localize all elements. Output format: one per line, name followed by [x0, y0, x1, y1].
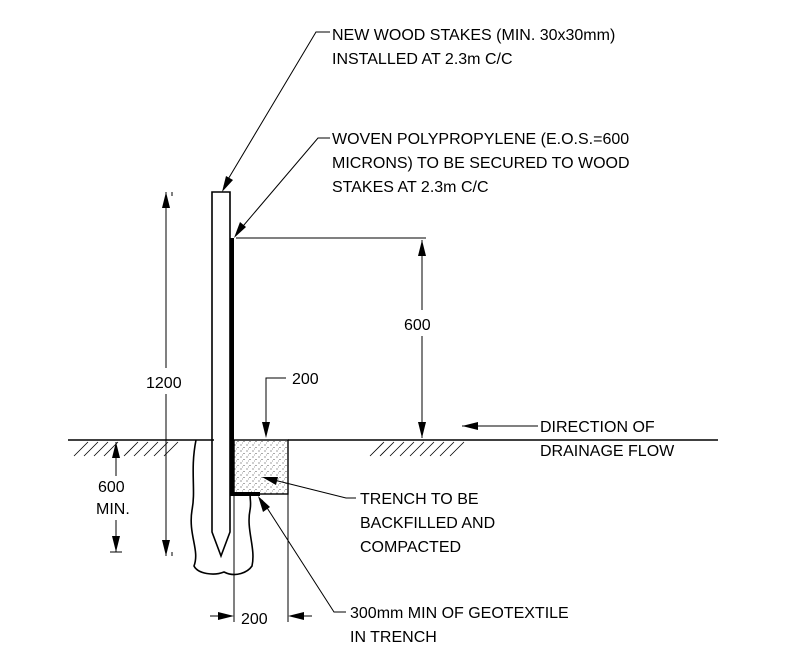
trench-label-line1: TRENCH TO BE [360, 491, 479, 508]
embed-depth-label-line2: MIN. [96, 501, 130, 518]
geotextile-leader-arrow [258, 496, 270, 512]
stake-leader-arrow [222, 176, 233, 192]
ground-hatch-right [369, 441, 465, 457]
fabric-leader-line [237, 137, 330, 233]
geotextile-label-line1: 300mm MIN OF GEOTEXTILE [350, 605, 569, 622]
trench-label-line2: BACKFILLED AND [360, 515, 495, 532]
trench-leader-line [265, 477, 356, 499]
stake-length-label: 1200 [146, 375, 182, 392]
geotextile-label-line2: IN TRENCH [350, 629, 437, 646]
stake-length-arrow-top [162, 192, 170, 208]
trench-width-top-leader [265, 377, 286, 436]
wood-stake [211, 191, 231, 559]
flow-label-line1: DIRECTION OF [540, 419, 655, 436]
fence-height-arrow-top [418, 240, 426, 256]
fabric-label-line1: WOVEN POLYPROPYLENE (E.O.S.=600 [332, 131, 629, 148]
trench-leader-arrow [262, 477, 278, 485]
ground-hatch-left [73, 441, 179, 457]
trench-width-bottom-arrow-right [288, 612, 304, 620]
trench-width-bottom-label: 200 [241, 611, 268, 628]
fence-height-label: 600 [404, 317, 431, 334]
trench-label-line3: COMPACTED [360, 539, 461, 556]
stake-leader-line [223, 31, 330, 187]
embed-depth-arrow-bottom [112, 536, 120, 552]
trench-width-bottom-arrow-left [218, 612, 234, 620]
stake-length-label-bg [146, 368, 190, 394]
trench-width-top-arrow [262, 422, 270, 438]
geotextile-leader-line [261, 499, 346, 613]
fence-height-arrow-bottom [418, 422, 426, 438]
stake-hole-outline [190, 439, 254, 576]
trench-width-top-label: 200 [292, 371, 319, 388]
stake-length-arrow-bottom [162, 540, 170, 556]
embed-depth-arrow-top [112, 442, 120, 458]
flow-label-line2: DRAINAGE FLOW [540, 443, 675, 460]
trench-backfill [233, 439, 289, 495]
fabric-leader-arrow [234, 222, 246, 238]
stakes-label-line2: INSTALLED AT 2.3m C/C [332, 51, 513, 68]
fabric-label-line2: MICRONS) TO BE SECURED TO WOOD [332, 155, 630, 172]
embed-depth-label-bg [94, 476, 138, 520]
fabric-label-line3: STAKES AT 2.3m C/C [332, 179, 489, 196]
fence-height-label-bg [400, 310, 444, 336]
stakes-label-line1: NEW WOOD STAKES (MIN. 30x30mm) [332, 27, 615, 44]
flow-arrow-head [462, 422, 478, 430]
embed-depth-label-line1: 600 [98, 479, 125, 496]
